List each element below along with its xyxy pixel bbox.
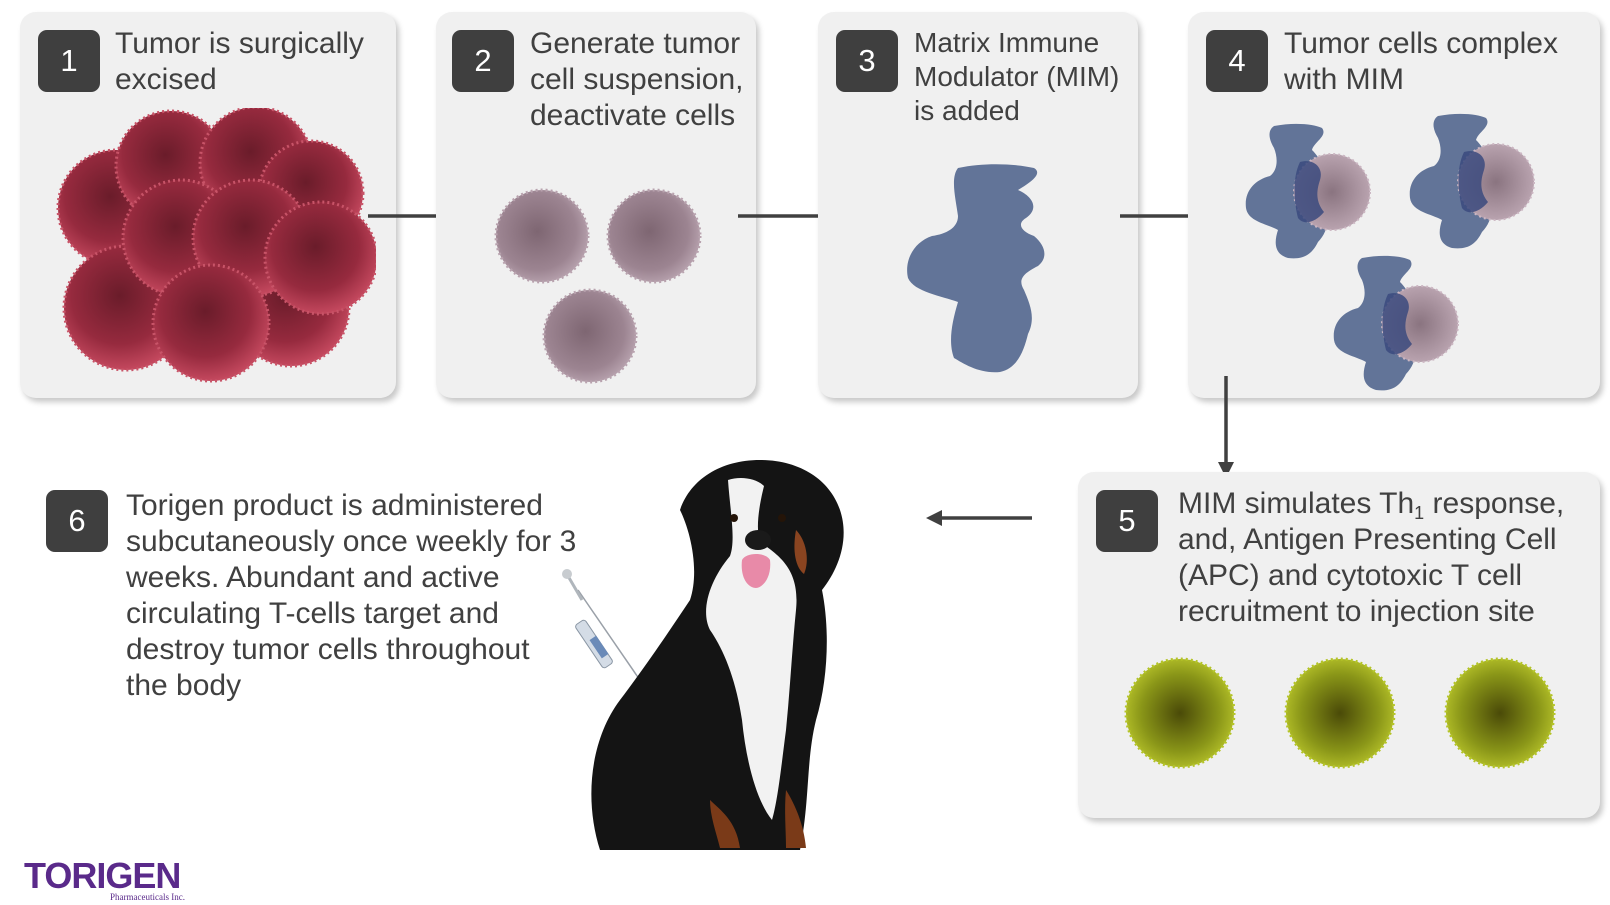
step-5-text: MIM simulates Th1 response, and, Antigen… [1178, 486, 1564, 630]
step-2-card: 2 Generate tumor cell suspension, deacti… [436, 12, 756, 398]
step-2-badge: 2 [452, 30, 514, 92]
step-4-badge: 4 [1206, 30, 1268, 92]
tumor-cells [56, 108, 376, 383]
tumor-cluster-image [56, 108, 376, 383]
deactivated-cell [494, 188, 590, 284]
step-3-card: 3 Matrix Immune Modulator (MIM) is added [818, 12, 1138, 398]
arrow-4-to-5 [1218, 376, 1234, 478]
step-1-badge: 1 [38, 30, 100, 92]
deactivated-cell [606, 188, 702, 284]
step-6-text: Torigen product is administered subcutan… [126, 489, 577, 702]
step-5-text-before: MIM simulates Th [1178, 487, 1415, 520]
step-5-text-after: response, and, Antigen Presenting Cell (… [1178, 487, 1565, 628]
step-2-text: Generate tumor cell suspension, deactiva… [530, 27, 744, 132]
complex-1 [1244, 122, 1371, 260]
complex-2 [1408, 112, 1535, 250]
t-cell [1124, 657, 1236, 769]
t-cells-image [1124, 657, 1556, 769]
step-4-text: Tumor cells complex with MIM [1284, 27, 1558, 96]
step-1-card: 1 Tumor is surgically excised [20, 12, 396, 398]
logo-brand: TORIGEN [24, 855, 181, 896]
dog-icon [591, 460, 844, 850]
step-5-badge: 5 [1096, 490, 1158, 552]
complex-3 [1332, 254, 1459, 392]
deactivated-tumor-cells-image [494, 188, 702, 384]
mim-shape [907, 164, 1045, 373]
deactivated-cell [542, 288, 638, 384]
t-cell [1444, 657, 1556, 769]
mim-molecule-image [907, 164, 1045, 373]
step-3-badge: 3 [836, 30, 898, 92]
step-6-badge: 6 [46, 490, 108, 552]
logo-subtitle: Pharmaceuticals Inc. [110, 892, 185, 902]
step-3-text: Matrix Immune Modulator (MIM) is added [914, 27, 1120, 126]
step-5-subscript: 1 [1414, 503, 1425, 523]
arrow-5-to-6 [926, 510, 1032, 526]
mim-tumor-complexes-image [1244, 112, 1535, 392]
syringe-icon [562, 569, 645, 687]
t-cell [1284, 657, 1396, 769]
torigen-logo: TORIGEN Pharmaceuticals Inc. [24, 855, 185, 903]
dog-with-syringe-image [562, 460, 844, 850]
step-4-card: 4 Tumor cells complex with MIM [1188, 12, 1600, 398]
step-1-text: Tumor is surgically excised [115, 27, 364, 96]
step-5-card: 5 MIM simulates Th1 response, and, Antig… [1078, 472, 1600, 818]
